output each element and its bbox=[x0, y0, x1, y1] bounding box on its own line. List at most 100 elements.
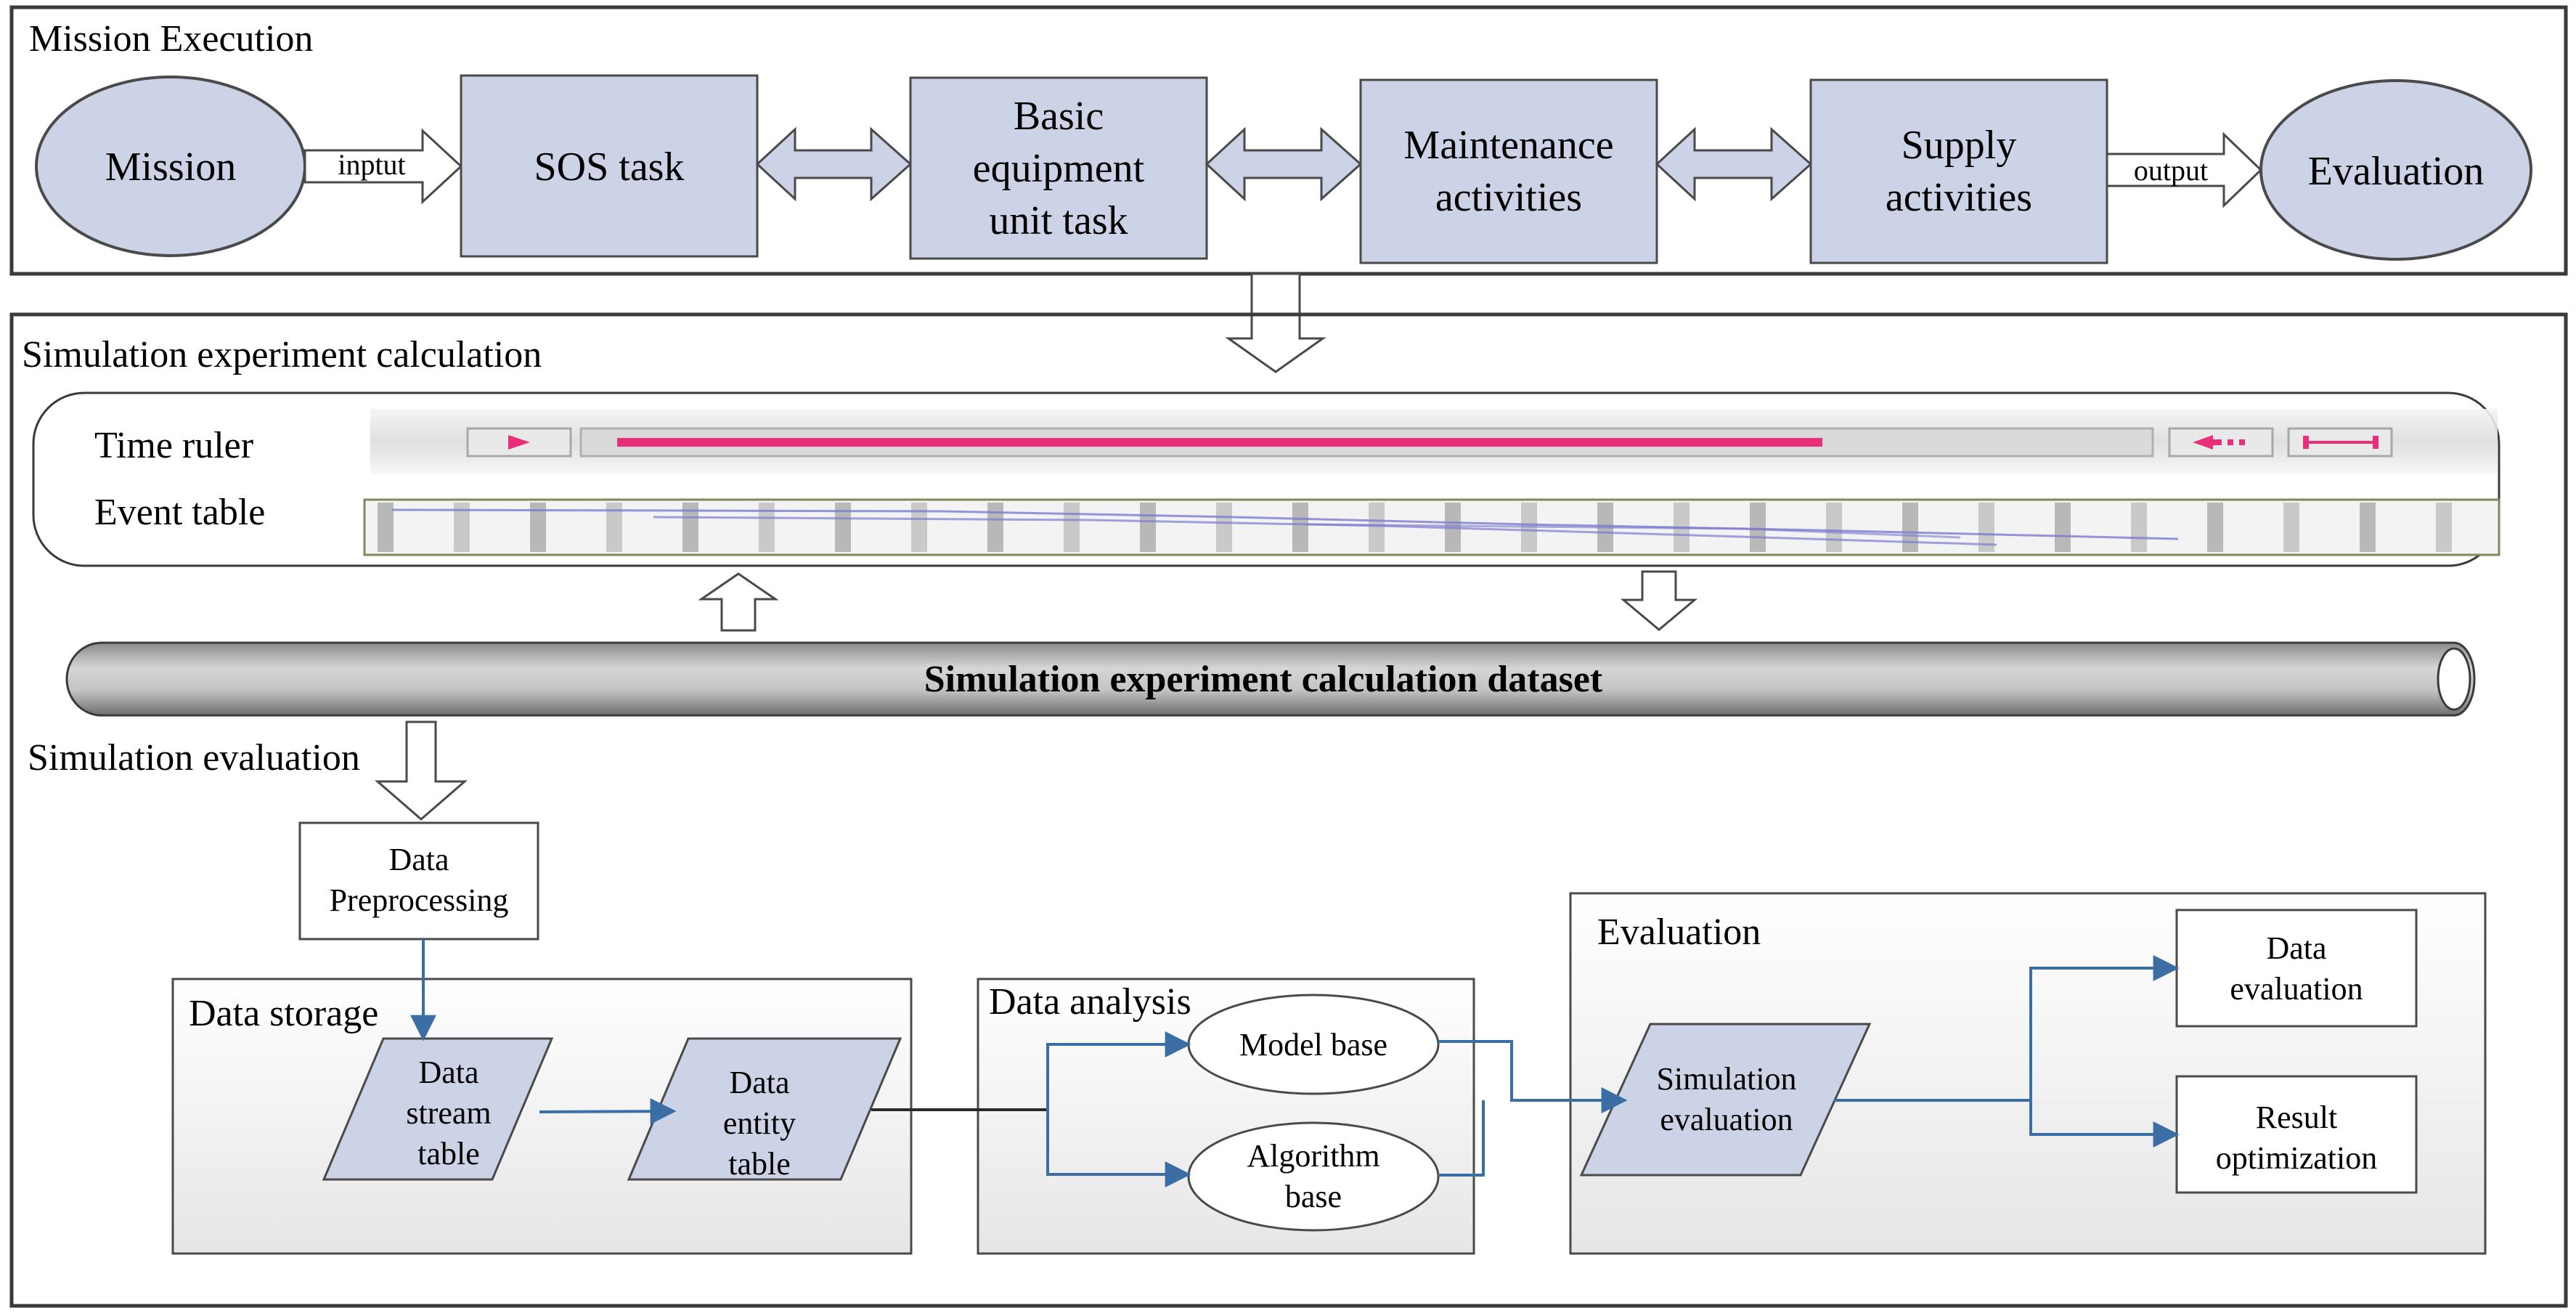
evaluation-group-title: Evaluation bbox=[1597, 911, 1761, 953]
simulation-calc-title: Simulation experiment calculation bbox=[22, 334, 542, 375]
input-label: inptut bbox=[338, 148, 405, 181]
sim-evaluation-line1: Simulation bbox=[1656, 1061, 1796, 1097]
event-table-column bbox=[2436, 503, 2452, 552]
model-base-label: Model base bbox=[1239, 1027, 1387, 1063]
simulation-frame bbox=[9, 312, 2568, 1308]
data-storage-title: Data storage bbox=[189, 993, 378, 1034]
mission-label: Mission bbox=[105, 145, 237, 190]
connector-stream-to-entity bbox=[539, 1098, 677, 1125]
basic-task-line1: Basic bbox=[1014, 94, 1104, 139]
supply-box bbox=[1809, 78, 2108, 264]
flow-connectors bbox=[410, 939, 2180, 1187]
event-table-column bbox=[1826, 503, 1842, 552]
event-table-column bbox=[2131, 503, 2147, 552]
event-table-label: Event table bbox=[94, 492, 265, 533]
input-arrow bbox=[303, 128, 463, 205]
maintenance-line1: Maintenance bbox=[1403, 123, 1613, 168]
simulation-eval-title: Simulation evaluation bbox=[28, 737, 360, 779]
output-label: output bbox=[2134, 154, 2208, 187]
sim-evaluation-shape bbox=[1579, 1023, 1872, 1177]
mission-execution-title: Mission Execution bbox=[29, 18, 313, 60]
sos-task-box bbox=[460, 74, 759, 258]
event-table-column bbox=[987, 503, 1003, 552]
supply-line1: Supply bbox=[1902, 123, 2017, 168]
down-arrow-to-preprocessing bbox=[374, 720, 468, 821]
connector-model-to-eval bbox=[1438, 1040, 1628, 1113]
data-evaluation-line1: Data bbox=[2266, 930, 2326, 966]
event-trace-3 bbox=[1306, 523, 1961, 539]
event-table-column bbox=[835, 503, 851, 552]
data-evaluation-box bbox=[2175, 909, 2418, 1028]
event-trace-1 bbox=[391, 508, 2179, 540]
event-table-column bbox=[1750, 503, 1766, 552]
algorithm-base-line1: Algorithm bbox=[1247, 1138, 1379, 1174]
connector-eval-to-data-eval bbox=[2029, 955, 2180, 1100]
output-arrow bbox=[2106, 131, 2263, 208]
preprocessing-box bbox=[298, 821, 539, 941]
event-table-column bbox=[2283, 503, 2299, 552]
up-arrow-to-timeline bbox=[698, 572, 779, 632]
evaluation-node bbox=[2259, 79, 2532, 261]
event-table-column bbox=[2207, 503, 2223, 552]
stream-table-line1: Data bbox=[418, 1055, 478, 1090]
evaluation-label: Evaluation bbox=[2308, 149, 2485, 194]
supply-line2: activities bbox=[1886, 175, 2032, 220]
result-optimization-box bbox=[2175, 1075, 2418, 1194]
event-table-column bbox=[1978, 503, 1994, 552]
entity-table-line1: Data bbox=[729, 1065, 789, 1100]
result-optimization-line1: Result bbox=[2256, 1100, 2337, 1135]
entity-table-line2: entity bbox=[723, 1105, 796, 1141]
connector-split-to-algorithm bbox=[1046, 1110, 1191, 1187]
data-evaluation-line2: evaluation bbox=[2230, 971, 2363, 1007]
basic-task-box bbox=[909, 76, 1208, 260]
entity-table-shape bbox=[627, 1037, 902, 1181]
event-table bbox=[363, 498, 2500, 556]
algorithm-base-line2: base bbox=[1285, 1179, 1342, 1214]
data-analysis-title: Data analysis bbox=[989, 981, 1191, 1023]
maintenance-line2: activities bbox=[1435, 175, 1582, 220]
sos-task-label: SOS task bbox=[534, 145, 685, 190]
entity-table-line3: table bbox=[728, 1146, 791, 1182]
event-table-column bbox=[1902, 503, 1918, 552]
preprocessing-line2: Preprocessing bbox=[330, 882, 509, 918]
ruler-progress bbox=[617, 438, 1822, 447]
event-table-column bbox=[2055, 503, 2071, 552]
dataset-pipe: Simulation experiment calculation datase… bbox=[65, 641, 2476, 717]
stream-table-line3: table bbox=[417, 1136, 480, 1171]
play-icon bbox=[508, 435, 530, 450]
event-table-column bbox=[1216, 503, 1232, 552]
time-ruler-label: Time ruler bbox=[94, 425, 253, 466]
event-table-column bbox=[1064, 503, 1080, 552]
event-table-column bbox=[1369, 503, 1385, 552]
event-table-column bbox=[1292, 503, 1308, 552]
basic-task-line3: unit task bbox=[989, 198, 1128, 243]
zoom-span-icon bbox=[2303, 436, 2379, 449]
event-table-column bbox=[682, 503, 698, 552]
down-arrow-from-timeline bbox=[1620, 570, 1698, 631]
event-table-column bbox=[378, 503, 394, 552]
event-table-column bbox=[1140, 503, 1156, 552]
pipe-end-cap bbox=[2437, 647, 2471, 711]
connector-split-to-model bbox=[1046, 1031, 1191, 1110]
connector-algorithm-to-eval bbox=[1438, 1100, 1485, 1177]
maintenance-box bbox=[1359, 78, 1658, 264]
event-table-column bbox=[530, 503, 546, 552]
basic-task-line2: equipment bbox=[973, 146, 1145, 191]
dataset-label: Simulation experiment calculation datase… bbox=[924, 659, 1603, 700]
event-table-column bbox=[2360, 503, 2376, 552]
event-table-column bbox=[759, 503, 775, 552]
time-ruler bbox=[370, 409, 2498, 474]
mission-execution-frame bbox=[9, 5, 2568, 276]
connector-eval-to-result-opt bbox=[2029, 1100, 2180, 1148]
down-arrow-mission-to-sim bbox=[1225, 272, 1326, 373]
result-optimization-line2: optimization bbox=[2216, 1140, 2377, 1176]
event-table-column bbox=[911, 503, 927, 552]
sim-evaluation-line2: evaluation bbox=[1660, 1102, 1793, 1137]
preprocessing-line1: Data bbox=[388, 842, 449, 877]
event-table-column bbox=[454, 503, 470, 552]
event-table-column bbox=[606, 503, 622, 552]
stream-table-line2: stream bbox=[406, 1095, 491, 1131]
stream-table-shape bbox=[322, 1037, 554, 1181]
